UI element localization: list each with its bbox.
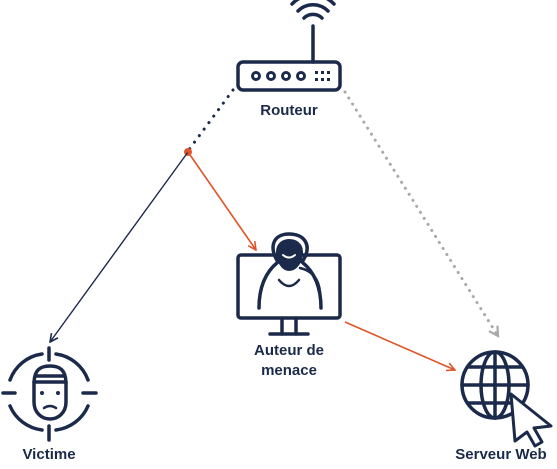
router-to-server-connector (343, 90, 500, 336)
router-to-intercept-connector (186, 88, 235, 153)
globe-cursor-icon (460, 350, 553, 448)
router-label: Routeur (260, 102, 318, 119)
hooded-hacker-monitor-icon (236, 232, 342, 336)
attacker-to-server-arrow (344, 321, 455, 370)
server-label: Serveur Web (455, 446, 547, 463)
intercept-to-victim-arrow (50, 151, 189, 342)
attacker-label-line2: menace (261, 362, 317, 379)
router-icon (236, 0, 342, 92)
person-target-icon (1, 346, 98, 442)
victim-label: Victime (22, 446, 76, 463)
intercept-to-attacker-arrow (187, 151, 256, 250)
attacker-label-line1: Auteur de (253, 342, 324, 359)
